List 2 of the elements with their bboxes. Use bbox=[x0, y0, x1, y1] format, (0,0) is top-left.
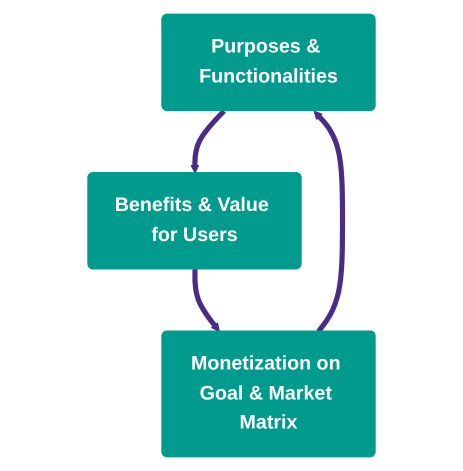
arrow bbox=[190, 109, 226, 174]
arrow bbox=[192, 269, 220, 332]
